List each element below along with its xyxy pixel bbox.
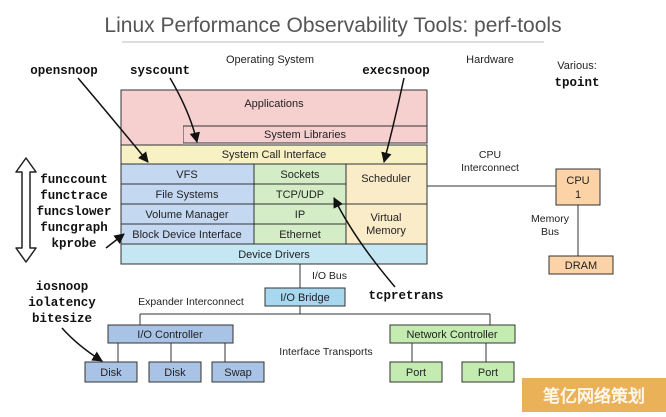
- box-port-1: [389, 361, 443, 383]
- box-io-bridge: [264, 287, 346, 307]
- label-system-call-interface: System Call Interface: [222, 149, 327, 161]
- label-virtual-memory-2: Memory: [366, 225, 406, 237]
- tool-kprobe: kprobe: [51, 237, 96, 251]
- arrow-execsnoop-to-scheduler: [381, 77, 405, 164]
- box-disk-2: [148, 361, 202, 383]
- diagram-title: Linux Performance Observability Tools: p…: [104, 14, 561, 37]
- box-scheduler: [345, 163, 428, 205]
- label-sockets: Sockets: [280, 169, 320, 181]
- label-ip: IP: [295, 209, 305, 221]
- cpu-interconnect-label-1: CPU: [479, 149, 501, 161]
- tool-opensnoop: opensnoop: [30, 64, 98, 78]
- watermark-text: 笔亿网络策划: [543, 386, 645, 406]
- label-file-systems: File Systems: [156, 189, 219, 201]
- operating-system-label: Operating System: [226, 54, 314, 66]
- label-volume-manager: Volume Manager: [145, 209, 228, 221]
- label-io-bridge: I/O Bridge: [280, 292, 330, 304]
- tool-execsnoop: execsnoop: [362, 64, 430, 78]
- label-port-1: Port: [406, 367, 426, 379]
- box-disk-1: [84, 361, 138, 383]
- label-swap: Swap: [224, 367, 252, 379]
- box-port-2: [461, 361, 515, 383]
- label-block-device-interface: Block Device Interface: [132, 229, 241, 241]
- box-swap: [211, 361, 265, 383]
- label-virtual-memory-1: Virtual: [371, 212, 402, 224]
- watermark-background: [522, 378, 666, 412]
- tool-tcpretrans: tcpretrans: [368, 289, 443, 303]
- interface-transports-label: Interface Transports: [279, 346, 372, 358]
- tool-tpoint: tpoint: [554, 76, 599, 90]
- tool-funccount: funccount: [40, 173, 108, 187]
- label-tcp-udp: TCP/UDP: [276, 189, 324, 201]
- label-io-controller: I/O Controller: [137, 329, 203, 341]
- label-cpu-1: CPU: [566, 175, 589, 187]
- label-disk-1: Disk: [100, 367, 122, 379]
- box-dram: [548, 255, 614, 275]
- tool-bitesize: bitesize: [32, 312, 92, 326]
- arrow-io-tools-to-disk: [61, 327, 103, 362]
- label-device-drivers: Device Drivers: [238, 249, 310, 261]
- label-network-controller: Network Controller: [406, 329, 497, 341]
- tool-functrace: functrace: [40, 189, 108, 203]
- label-port-2: Port: [478, 367, 498, 379]
- label-cpu-2: 1: [575, 189, 581, 201]
- tool-syscount: syscount: [130, 64, 190, 78]
- box-cpu: [555, 168, 601, 206]
- tool-funcslower: funcslower: [36, 205, 111, 219]
- arrow-syscount-to-syscall: [169, 77, 200, 144]
- tool-iosnoop: iosnoop: [36, 280, 89, 294]
- arrow-tcpretrans-to-tcp: [333, 197, 396, 288]
- cpu-interconnect-label-2: Interconnect: [461, 162, 519, 174]
- expander-interconnect-label: Expander Interconnect: [138, 296, 244, 308]
- label-disk-2: Disk: [164, 367, 186, 379]
- label-vfs: VFS: [176, 169, 197, 181]
- label-applications: Applications: [244, 98, 304, 110]
- kernel-scope-arrow-icon: [15, 157, 37, 263]
- arrow-opensnoop-to-vfs: [77, 77, 149, 163]
- label-ethernet: Ethernet: [279, 229, 321, 241]
- tool-iolatency: iolatency: [28, 296, 96, 310]
- box-network-controller: [389, 324, 516, 344]
- label-dram: DRAM: [565, 260, 597, 272]
- arrow-functions-to-block-device: [105, 233, 125, 249]
- box-device-drivers: [120, 243, 428, 265]
- label-system-libraries: System Libraries: [264, 129, 346, 141]
- various-label: Various:: [557, 60, 597, 72]
- hardware-label: Hardware: [466, 54, 514, 66]
- tool-funcgraph: funcgraph: [40, 221, 108, 235]
- memory-bus-label-1: Memory: [531, 213, 570, 225]
- memory-bus-label-2: Bus: [541, 226, 559, 238]
- io-bus-label: I/O Bus: [312, 270, 347, 282]
- label-scheduler: Scheduler: [361, 173, 411, 185]
